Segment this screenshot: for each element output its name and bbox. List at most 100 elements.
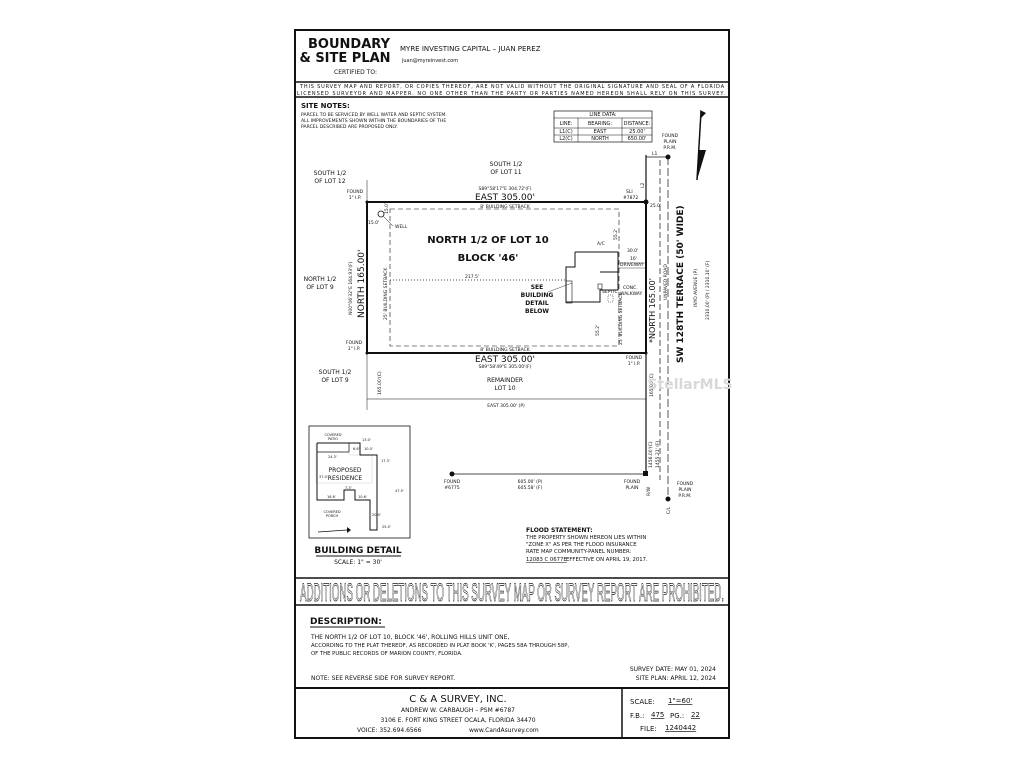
prohibition-banner: ADDITIONS OR DELETIONS TO THIS SURVEY MA… bbox=[300, 579, 724, 607]
site-notes-title: SITE NOTES: bbox=[301, 102, 350, 110]
rw-label: R/W bbox=[646, 486, 652, 496]
dimension-label: 55.2' bbox=[613, 229, 619, 240]
building-detail-title: BUILDING DETAIL bbox=[314, 546, 401, 556]
covered-patio-label: PATIO bbox=[328, 437, 338, 441]
file-label: FILE: bbox=[640, 725, 657, 733]
flood-panel-number: 12083 C 0677E bbox=[526, 557, 567, 563]
page-value: 22 bbox=[691, 711, 700, 719]
dimension-label: 217.5' bbox=[465, 274, 479, 280]
lot-title: NORTH 1/2 OF LOT 10 bbox=[427, 235, 548, 246]
walkway-label: CONC. bbox=[623, 285, 638, 291]
see-detail-note: BELOW bbox=[525, 308, 549, 315]
scale-value: 1"=60' bbox=[668, 697, 692, 705]
dimension-label: 6.6' bbox=[353, 447, 360, 451]
dimension-label: 17.3' bbox=[381, 459, 390, 463]
disclaimer-line1: THIS SURVEY MAP AND REPORT, OR COPIES TH… bbox=[299, 84, 725, 90]
description-text: OF THE PUBLIC RECORDS OF MARION COUNTY, … bbox=[311, 651, 463, 657]
distance-label: EAST 305.00' (P) bbox=[487, 403, 525, 409]
col-header: BEARING: bbox=[588, 121, 613, 127]
building-detail: COVERED PATIO PROPOSED RESIDENCE COVERED… bbox=[308, 425, 411, 539]
site-note: PARCEL DESCRIBED ARE PROPOSED ONLY. bbox=[301, 124, 398, 130]
septic-label: SEPTIC bbox=[602, 289, 618, 295]
dimension-label: 165.00'(C) bbox=[649, 373, 655, 397]
distance-label: *NORTH 165.00' bbox=[648, 278, 657, 343]
setback-label: 25' BUILDING SETBACK bbox=[618, 292, 624, 345]
dimension-label: 30.0' bbox=[627, 248, 638, 254]
see-detail-note: BUILDING bbox=[521, 292, 554, 299]
file-value: 1240442 bbox=[665, 724, 696, 732]
monument-label: PLAIN bbox=[678, 487, 691, 493]
monument-label: FOUND bbox=[444, 479, 461, 485]
centerline-label: C/L bbox=[666, 506, 672, 514]
covered-porch-label: PORCH bbox=[326, 514, 339, 518]
distance-label: 1456.00'(C) bbox=[648, 441, 654, 468]
title-line1: BOUNDARY bbox=[308, 37, 391, 52]
cell: L2(C) bbox=[559, 136, 572, 142]
reverse-side-note: NOTE: SEE REVERSE SIDE FOR SURVEY REPORT… bbox=[311, 675, 455, 682]
monument-label: PLAIN bbox=[625, 485, 638, 491]
dimension-label: 37.0' bbox=[319, 475, 328, 479]
line-data-title: LINE DATA: bbox=[589, 112, 617, 118]
client-name: MYRE INVESTING CAPITAL – JUAN PEREZ bbox=[400, 45, 541, 53]
found-plain-icon bbox=[643, 471, 648, 476]
client-email: juan@myreinvest.com bbox=[401, 58, 458, 64]
remainder-label: LOT 10 bbox=[494, 385, 515, 392]
monument-label: FOUND bbox=[346, 340, 363, 346]
covered-porch-label: COVERED bbox=[323, 510, 340, 514]
dimension-label: 10.6' bbox=[358, 495, 367, 499]
bearing-label: N00°06'32"E 164.93'(F) bbox=[348, 261, 354, 315]
monument-label: P.R.M. bbox=[663, 145, 676, 151]
unpaved-road-label: UNPAVED ROAD bbox=[663, 264, 669, 300]
dimension-label: 7.3' bbox=[345, 486, 352, 490]
monument-label: FOUND bbox=[624, 479, 641, 485]
lot-boundary bbox=[366, 201, 647, 354]
company-name: C & A SURVEY, INC. bbox=[409, 694, 506, 705]
page-label: PG.: bbox=[670, 712, 684, 720]
description-text: THE NORTH 1/2 OF LOT 10, BLOCK '46', ROL… bbox=[310, 634, 509, 641]
line-data-table: LINE DATA: LINE: BEARING: DISTANCE: L1(C… bbox=[553, 110, 653, 143]
driveway-label: DRIVEWAY bbox=[620, 262, 644, 268]
dimension-label: 13.0' bbox=[362, 438, 371, 442]
setback-label: 8' BUILDING SETBACK bbox=[480, 204, 530, 210]
found-iron-icon bbox=[644, 351, 648, 355]
title-line2: & SITE PLAN bbox=[299, 51, 390, 66]
col-header: LINE: bbox=[560, 121, 573, 127]
col-header: DISTANCE: bbox=[624, 121, 651, 127]
setback-label: 25' BUILDING SETBACK bbox=[383, 267, 389, 320]
distance-label: EAST 305.00' bbox=[475, 193, 535, 203]
proposed-residence-label: PROPOSED bbox=[328, 467, 361, 474]
monument-label: 1" I.P. bbox=[348, 346, 361, 352]
company-website: www.CandAsurvey.com bbox=[469, 727, 539, 734]
adjacent-lot-label: SOUTH 1/2 bbox=[490, 161, 523, 168]
cell: L1(C) bbox=[559, 129, 572, 135]
cell: 650.00' bbox=[628, 136, 647, 142]
site-plan-date: SITE PLAN: APRIL 12, 2024 bbox=[636, 675, 716, 682]
field-book-value: 475 bbox=[651, 711, 664, 719]
dimension-label: 55.2' bbox=[595, 325, 601, 336]
adjacent-lot-label: OF LOT 9 bbox=[321, 377, 349, 384]
site-note: ALL IMPROVEMENTS SHOWN WITHIN THE BOUNDA… bbox=[301, 118, 446, 124]
found-monument-icon bbox=[449, 471, 455, 477]
covered-patio-label: COVERED bbox=[324, 433, 341, 437]
cell: EAST bbox=[594, 129, 608, 135]
flood-text: "ZONE X" AS PER THE FLOOD INSURANCE bbox=[526, 542, 637, 548]
adjacent-lot-label: OF LOT 12 bbox=[314, 178, 345, 185]
adjacent-lot-label: SOUTH 1/2 bbox=[314, 170, 347, 177]
dimension-label: 10.0' bbox=[364, 447, 373, 451]
adjacent-lot-label: OF LOT 9 bbox=[306, 284, 334, 291]
watermark: StellarMLS bbox=[647, 377, 732, 393]
monument-label: P.R.M. bbox=[678, 493, 691, 499]
surveyor-name: ANDREW W. CARBAUGH – PSM #6787 bbox=[401, 707, 515, 714]
adjacent-lot-label: NORTH 1/2 bbox=[304, 276, 337, 283]
proposed-residence-footprint bbox=[547, 251, 646, 304]
cell: 25.00' bbox=[629, 129, 645, 135]
distance-label: 605.00' (P) bbox=[518, 479, 543, 485]
see-detail-note: DETAIL bbox=[525, 300, 549, 307]
see-detail-note: SEE bbox=[531, 284, 544, 291]
line-label: L2 bbox=[640, 182, 646, 188]
dimension-label: 165.00'(C) bbox=[377, 371, 383, 395]
walkway-label: WALKWAY bbox=[620, 291, 643, 297]
road-name: SW 128TH TERRACE (50' WIDE) bbox=[676, 205, 686, 363]
description-text: ACCORDING TO THE PLAT THEREOF, AS RECORD… bbox=[311, 643, 569, 649]
monument-label: FOUND bbox=[626, 355, 643, 361]
